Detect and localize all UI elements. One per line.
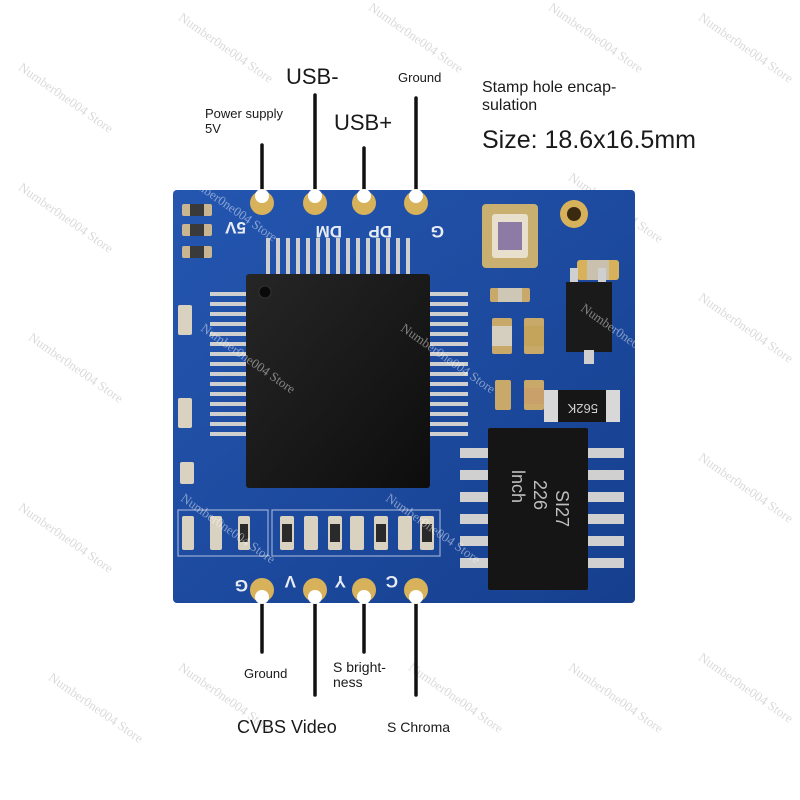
label-stamp-hole-1: Stamp hole encap- xyxy=(482,79,617,96)
smd-components-left xyxy=(178,204,212,484)
silk-g-bottom: G xyxy=(235,576,248,595)
soic-chip xyxy=(488,428,588,590)
label-stamp-hole-2: sulation xyxy=(482,97,538,114)
silk-dm: DM xyxy=(316,222,342,241)
label-ground-top: Ground xyxy=(398,70,442,85)
silk-y: Y xyxy=(334,572,346,591)
resistor-562k xyxy=(556,390,608,422)
silk-g-top: G xyxy=(431,222,444,241)
transistor xyxy=(566,282,612,352)
silk-c: C xyxy=(386,572,398,591)
silk-v: V xyxy=(284,572,296,591)
silk-dp: DP xyxy=(368,222,392,241)
label-ground-bottom: Ground xyxy=(244,666,288,681)
label-cvbs-video: CVBS Video xyxy=(237,717,337,737)
silk-5v: 5V xyxy=(225,218,246,237)
label-power-voltage: 5V xyxy=(205,121,221,136)
label-size: Size: 18.6x16.5mm xyxy=(482,126,696,154)
ic-marking-3: SI27 xyxy=(552,490,572,527)
smd-components-bottom xyxy=(182,516,434,550)
label-s-chroma: S Chroma xyxy=(387,719,451,735)
label-s-brightness-2: ness xyxy=(333,674,363,690)
label-usb-plus: USB+ xyxy=(334,110,393,135)
main-ic-chip xyxy=(246,274,430,488)
smd-components-right xyxy=(490,288,544,410)
label-s-brightness-1: S bright- xyxy=(333,659,386,675)
label-power-supply: Power supply xyxy=(205,106,284,121)
ic-marking-2: 226 xyxy=(530,480,550,510)
ic-marking-1: lnch xyxy=(508,470,528,503)
label-usb-minus: USB- xyxy=(286,64,339,89)
resistor-marking: 562K xyxy=(567,401,598,416)
